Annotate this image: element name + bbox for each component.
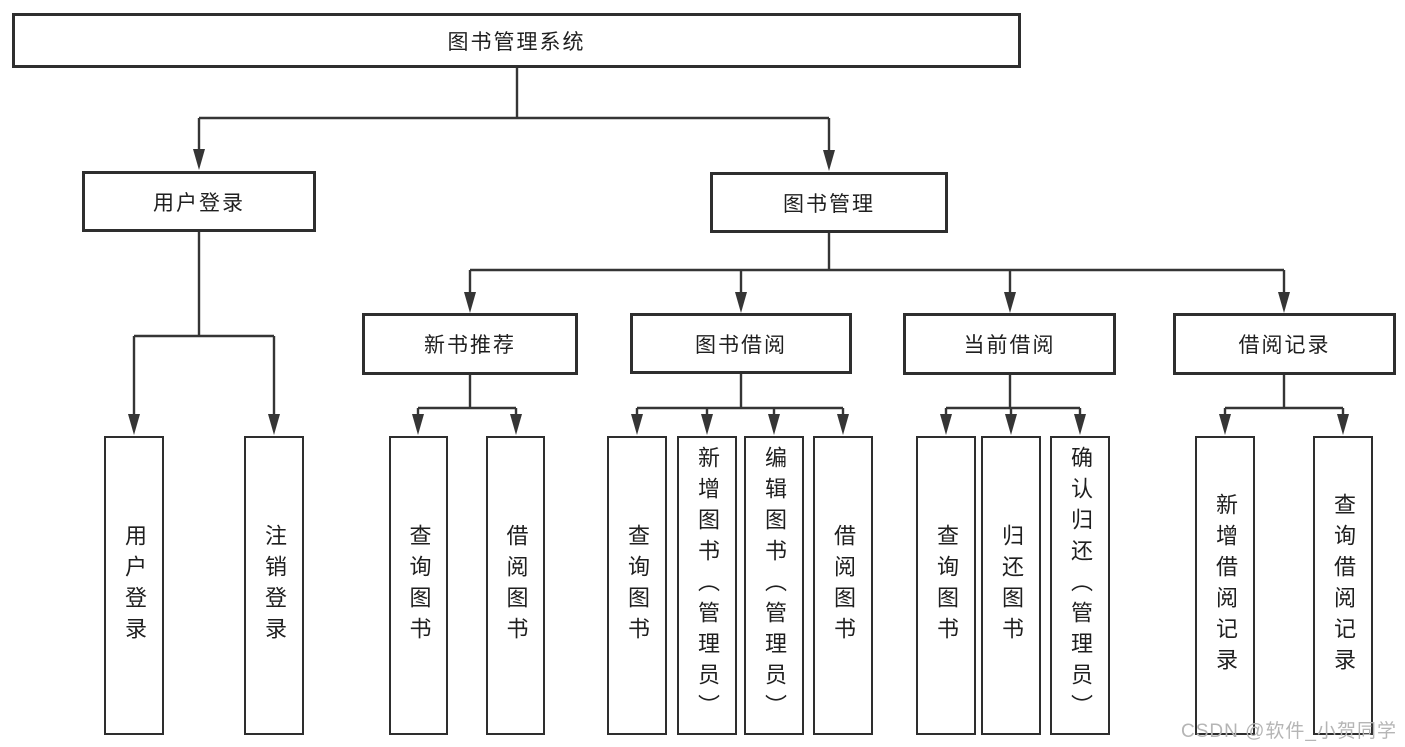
arrow-down-icon xyxy=(1278,292,1290,313)
arrow-down-icon xyxy=(1219,414,1231,435)
leaf-user-login: 用户登录 xyxy=(104,436,164,735)
arrow-down-icon xyxy=(128,414,140,435)
arrow-down-icon xyxy=(1004,292,1016,313)
arrow-down-icon xyxy=(823,150,835,171)
node-label: 图书管理系统 xyxy=(447,30,586,54)
leaf-query-books-current: 查询图书 xyxy=(916,436,976,735)
leaf-confirm-return-admin: 确认归还（管理员） xyxy=(1050,436,1110,735)
leaf-label: 归还图书 xyxy=(999,523,1024,648)
leaf-query-borrow-record: 查询借阅记录 xyxy=(1313,436,1373,735)
node-label: 图书借阅 xyxy=(695,333,787,357)
leaf-label: 查询图书 xyxy=(406,523,432,648)
node-label: 当前借阅 xyxy=(963,334,1056,357)
leaf-borrow-books-borrow: 借阅图书 xyxy=(813,436,873,735)
leaf-add-book-admin: 新增图书（管理员） xyxy=(677,436,737,735)
watermark: CSDN @软件_小贺同学 xyxy=(1181,721,1397,742)
node-new-book-recommend: 新书推荐 xyxy=(362,313,578,375)
arrow-down-icon xyxy=(940,414,952,435)
node-label: 图书管理 xyxy=(783,192,875,216)
leaf-label: 查询图书 xyxy=(934,523,959,648)
arrow-down-icon xyxy=(837,414,849,435)
node-book-borrow: 图书借阅 xyxy=(630,313,852,374)
node-current-borrow: 当前借阅 xyxy=(903,313,1116,375)
arrow-down-icon xyxy=(701,414,713,435)
node-label: 用户登录 xyxy=(153,191,245,215)
arrow-down-icon xyxy=(268,414,280,435)
node-borrow-records: 借阅记录 xyxy=(1173,313,1396,375)
connector-book-management-children xyxy=(464,233,1290,313)
leaf-add-borrow-record: 新增借阅记录 xyxy=(1195,436,1255,735)
connector-new-book-recommend-children xyxy=(412,375,522,435)
arrow-down-icon xyxy=(631,414,643,435)
node-label: 新书推荐 xyxy=(424,334,516,357)
arrow-down-icon xyxy=(768,414,780,435)
leaf-borrow-books-recommend: 借阅图书 xyxy=(486,436,545,735)
leaf-label: 注销登录 xyxy=(262,523,287,648)
connector-root-to-level2 xyxy=(193,68,835,171)
leaf-label: 新增图书（管理员） xyxy=(695,446,720,725)
connector-borrow-records-children xyxy=(1219,375,1349,435)
arrow-down-icon xyxy=(1005,414,1017,435)
leaf-label: 用户登录 xyxy=(122,523,147,648)
arrow-down-icon xyxy=(193,149,205,170)
connector-current-borrow-children xyxy=(940,375,1086,435)
leaf-return-book: 归还图书 xyxy=(981,436,1041,735)
leaf-label: 确认归还（管理员） xyxy=(1068,446,1093,725)
leaf-label: 查询借阅记录 xyxy=(1331,492,1356,679)
leaf-label: 借阅图书 xyxy=(831,523,856,648)
node-user-login: 用户登录 xyxy=(82,171,316,232)
leaf-query-books-borrow: 查询图书 xyxy=(607,436,667,735)
arrow-down-icon xyxy=(510,414,522,435)
connector-user-login-children xyxy=(128,232,280,435)
node-book-management: 图书管理 xyxy=(710,172,948,233)
arrow-down-icon xyxy=(1074,414,1086,435)
arrow-down-icon xyxy=(1337,414,1349,435)
leaf-label: 查询图书 xyxy=(625,523,650,648)
arrow-down-icon xyxy=(412,414,424,435)
leaf-logout: 注销登录 xyxy=(244,436,304,735)
node-label: 借阅记录 xyxy=(1238,334,1331,357)
node-library-system: 图书管理系统 xyxy=(12,13,1021,68)
leaf-edit-book-admin: 编辑图书（管理员） xyxy=(744,436,804,735)
connector-book-borrow-children xyxy=(631,374,849,435)
leaf-label: 编辑图书（管理员） xyxy=(762,446,787,725)
leaf-label: 借阅图书 xyxy=(503,523,529,648)
leaf-label: 新增借阅记录 xyxy=(1213,492,1238,679)
arrow-down-icon xyxy=(735,292,747,313)
leaf-query-books-recommend: 查询图书 xyxy=(389,436,448,735)
arrow-down-icon xyxy=(464,292,476,313)
